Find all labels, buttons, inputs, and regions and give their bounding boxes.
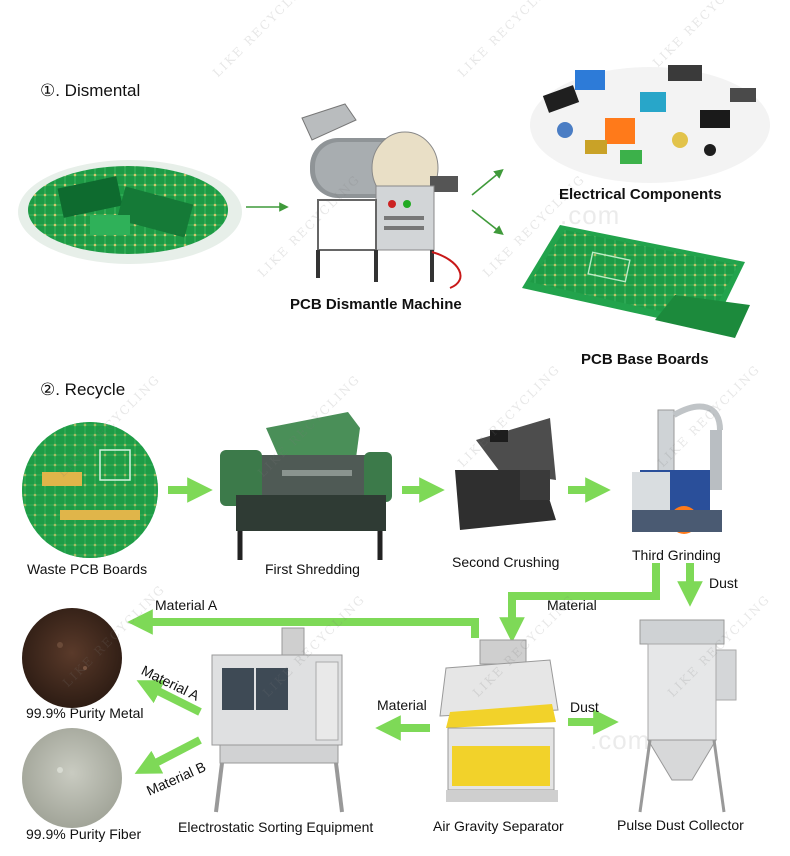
section-title-dismantle: ①. Dismental (40, 81, 140, 101)
metal-powder-image (22, 608, 122, 708)
label-air-gravity-separator: Air Gravity Separator (433, 818, 564, 834)
label-pulse-dust-collector: Pulse Dust Collector (617, 817, 744, 833)
second-crusher-image (455, 418, 556, 530)
arrow-separator-to-metal (140, 622, 475, 638)
label-third-grinding: Third Grinding (632, 547, 721, 563)
arrow-to-components (472, 172, 500, 195)
label-material-2: Material (377, 697, 427, 713)
label-electrostatic: Electrostatic Sorting Equipment (178, 819, 373, 835)
label-material-1: Material (547, 597, 597, 613)
label-first-shredding: First Shredding (265, 561, 360, 577)
electrostatic-sorter-image (212, 628, 342, 812)
label-fiber: 99.9% Purity Fiber (26, 826, 141, 842)
label-material-a-top: Material A (155, 597, 217, 613)
section-title-recycle: ②. Recycle (40, 380, 125, 400)
arrow-to-base-boards (472, 210, 500, 232)
fiber-powder-image (22, 728, 122, 828)
label-dust-1: Dust (709, 575, 738, 591)
pcb-dismantle-machine-image (302, 104, 460, 288)
pcb-base-boards-image (522, 225, 750, 338)
label-electrical-components: Electrical Components (559, 186, 722, 203)
label-waste-pcb: Waste PCB Boards (27, 561, 147, 577)
electrical-components-image (530, 65, 770, 183)
label-metal: 99.9% Purity Metal (26, 705, 144, 721)
watermark-site-2: .com (590, 725, 650, 756)
label-second-crushing: Second Crushing (452, 554, 559, 570)
pcb-pile-image (18, 160, 242, 264)
label-pcb-base-boards: PCB Base Boards (581, 351, 709, 368)
label-pcb-dismantle-machine: PCB Dismantle Machine (290, 296, 462, 313)
label-dust-2: Dust (570, 699, 599, 715)
watermark-site-1: .com (560, 200, 620, 231)
